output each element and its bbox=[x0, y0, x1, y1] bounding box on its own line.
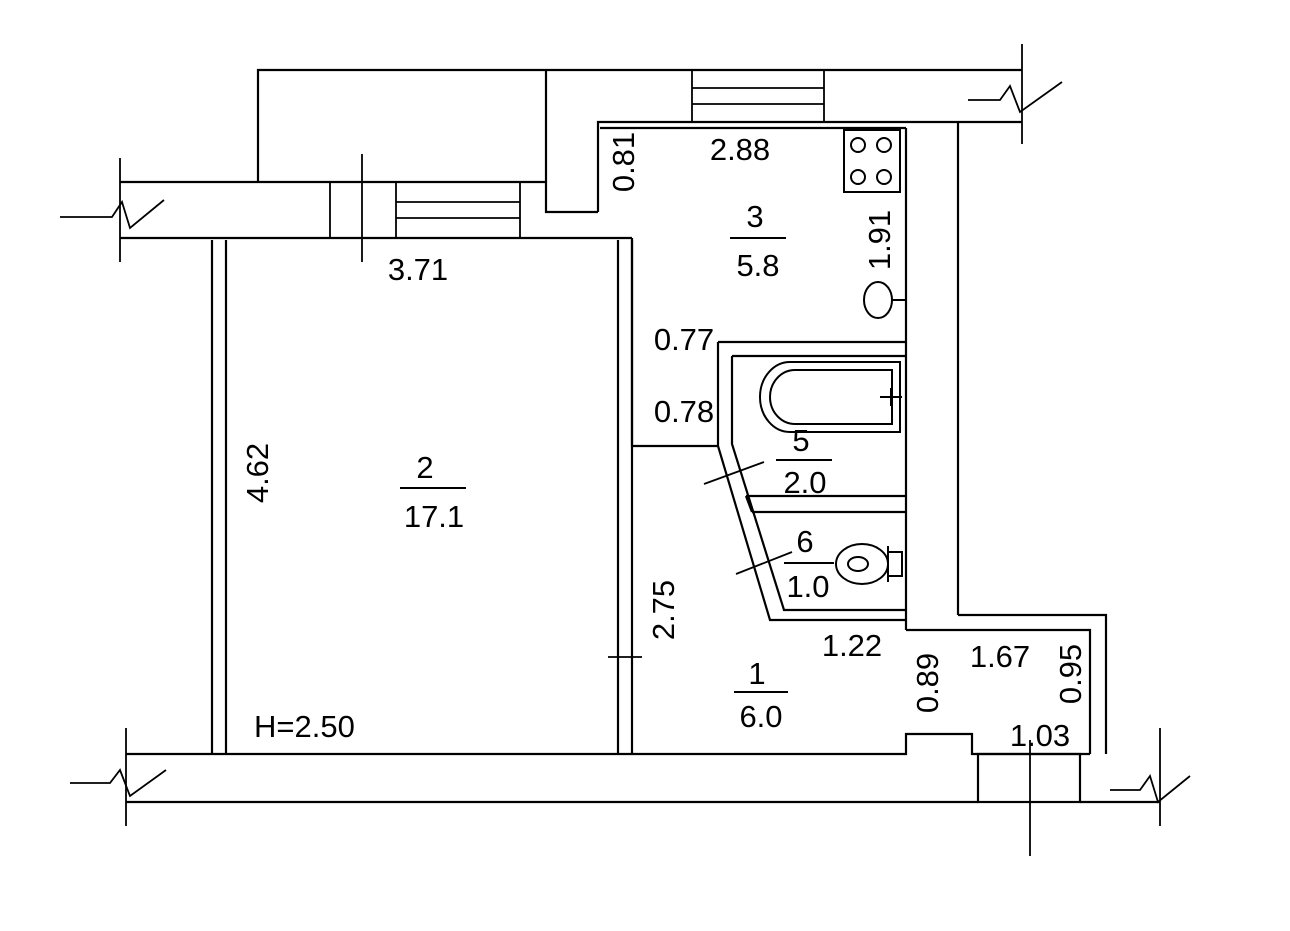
room-2-label: 2 17.1 bbox=[400, 450, 466, 534]
dimension-label: 0.81 bbox=[606, 132, 641, 192]
room-area: 17.1 bbox=[404, 499, 464, 534]
dimension-label: 0.89 bbox=[910, 653, 945, 713]
room-area: 5.8 bbox=[736, 248, 779, 283]
dimension-label: 0.78 bbox=[654, 394, 714, 429]
dimensions: 0.81 2.88 1.91 3.71 0.77 0.78 4.62 2.75 … bbox=[240, 132, 1088, 753]
dimension-label: 1.91 bbox=[862, 210, 897, 270]
ceiling-height: H=2.50 bbox=[254, 709, 355, 744]
dimension-label: 0.77 bbox=[654, 322, 714, 357]
bathtub-icon bbox=[759, 361, 902, 433]
room-6-label: 6 1.0 bbox=[784, 524, 834, 604]
dimension-label: 1.03 bbox=[1010, 718, 1070, 753]
windows bbox=[329, 69, 825, 239]
tick-marks bbox=[361, 154, 793, 658]
room-1-label: 1 6.0 bbox=[734, 656, 788, 734]
dimension-label: 1.22 bbox=[822, 628, 882, 663]
room-3-label: 3 5.8 bbox=[730, 199, 786, 283]
dimension-label: 1.67 bbox=[970, 639, 1030, 674]
sink-icon bbox=[863, 281, 906, 319]
room-area: 2.0 bbox=[783, 465, 826, 500]
room-number: 6 bbox=[796, 524, 813, 559]
dimension-label: 2.75 bbox=[646, 580, 681, 640]
room-area: 6.0 bbox=[739, 699, 782, 734]
dimension-label: 0.95 bbox=[1053, 644, 1088, 704]
break-marks bbox=[60, 44, 1191, 856]
room-number: 2 bbox=[416, 450, 433, 485]
toilet-icon bbox=[835, 543, 903, 585]
room-number: 3 bbox=[746, 199, 763, 234]
room-number: 1 bbox=[748, 656, 765, 691]
walls bbox=[120, 68, 1160, 804]
room-5-label: 5 2.0 bbox=[776, 423, 832, 500]
dimension-label: 2.88 bbox=[710, 132, 770, 167]
room-number: 5 bbox=[792, 423, 809, 458]
room-area: 1.0 bbox=[786, 569, 829, 604]
dimension-label: 4.62 bbox=[240, 443, 275, 503]
stove-icon bbox=[843, 129, 901, 193]
dimension-label: 3.71 bbox=[388, 252, 448, 287]
